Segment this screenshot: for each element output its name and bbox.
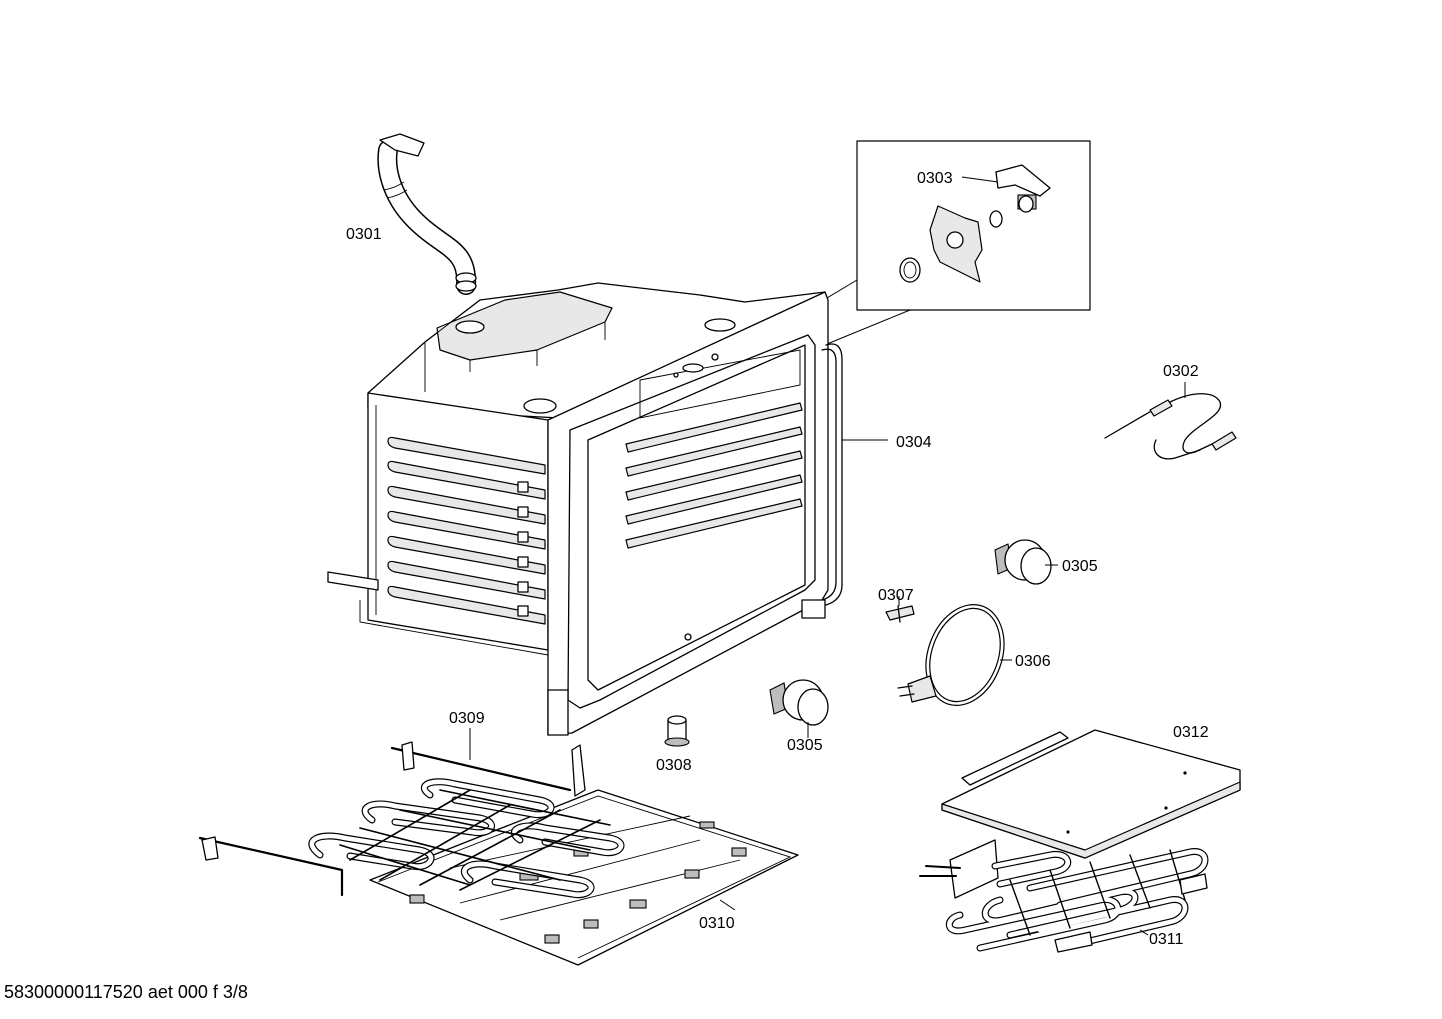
tray-0312 [941, 729, 1241, 859]
part-label-0304: 0304 [896, 434, 932, 451]
part-label-0302: 0302 [1163, 363, 1199, 380]
part-label-0308: 0308 [656, 757, 692, 774]
oven-cavity-0304 [327, 282, 888, 736]
lamp-lower-0305 [769, 679, 829, 738]
temperature-probe-0302 [1104, 382, 1237, 460]
part-label-0310: 0310 [699, 915, 735, 932]
part-label-0301: 0301 [346, 226, 382, 243]
ring-heater-0306 [897, 604, 1012, 706]
cap-0308 [664, 715, 690, 747]
right-rails [625, 349, 803, 549]
part-label-0306: 0306 [1015, 653, 1051, 670]
part-label-0305-upper: 0305 [1062, 558, 1098, 575]
hose-part-0301 [377, 133, 477, 295]
document-footer-id: 58300000117520 aet 000 f 3/8 [4, 982, 248, 1002]
part-label-0312: 0312 [1173, 724, 1209, 741]
lamp-upper-0305 [994, 539, 1058, 585]
left-rails [387, 436, 546, 625]
part-label-0311: 0311 [1149, 931, 1184, 948]
part-label-0305-lower: 0305 [787, 737, 823, 754]
grill-heater-0311 [919, 839, 1209, 953]
bottom-heater-0309 [198, 728, 625, 899]
part-label-0307: 0307 [878, 587, 914, 604]
bracket-0307 [885, 596, 915, 623]
part-label-0309: 0309 [449, 710, 485, 727]
part-label-0303: 0303 [917, 170, 953, 187]
